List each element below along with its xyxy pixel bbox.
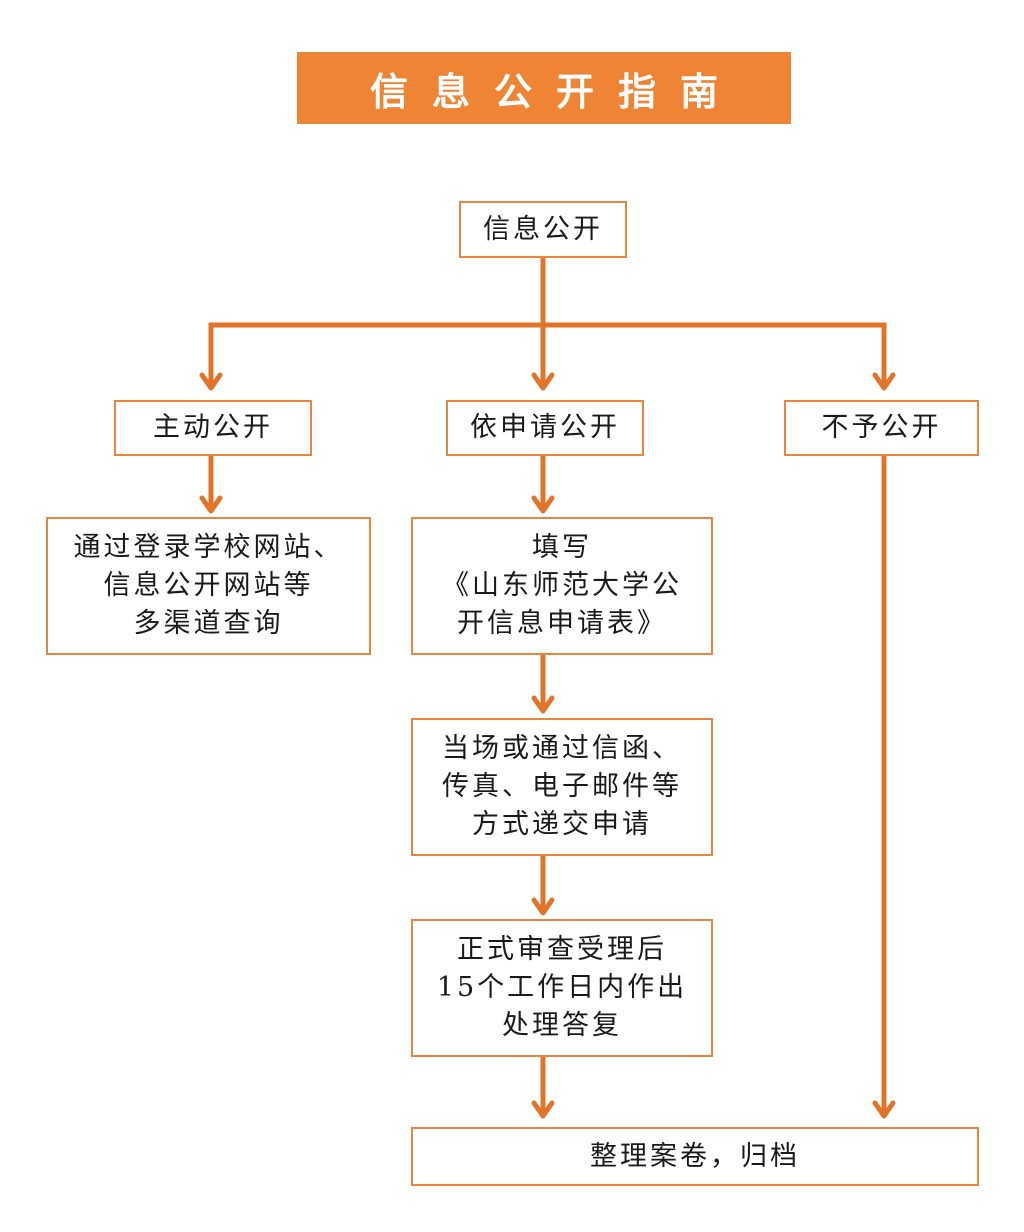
arrow-review-to-archive	[531, 1100, 555, 1119]
node-fill-form: 填写 《山东师范大学公 开信息申请表》	[411, 517, 713, 655]
node-proactive-channels-line: 信息公开网站等	[103, 570, 314, 601]
node-proactive-line: 主动公开	[153, 412, 273, 443]
node-root: 信息公开	[459, 201, 627, 258]
node-proactive-channels-line: 多渠道查询	[133, 608, 284, 639]
arrow-to-not-disclosed	[872, 372, 896, 391]
title-banner: 信息公开指南	[297, 52, 791, 124]
node-not-disclosed: 不予公开	[784, 400, 979, 456]
node-review-line: 15个工作日内作出	[436, 972, 688, 1003]
node-fill-form-line: 《山东师范大学公	[442, 570, 682, 601]
node-submit: 当场或通过信函、 传真、电子邮件等 方式递交申请	[411, 718, 713, 856]
node-proactive-channels: 通过登录学校网站、 信息公开网站等 多渠道查询	[46, 517, 371, 655]
arrow-to-channels	[199, 495, 223, 514]
node-review-line: 处理答复	[502, 1010, 622, 1041]
node-submit-line: 当场或通过信函、	[442, 733, 682, 764]
node-on-request-line: 依申请公开	[470, 412, 620, 443]
node-review: 正式审查受理后 15个工作日内作出 处理答复	[411, 919, 713, 1057]
node-fill-form-line: 开信息申请表》	[457, 608, 667, 639]
arrow-to-on-request	[531, 372, 555, 391]
node-submit-line: 方式递交申请	[472, 809, 652, 840]
arrow-not-disclosed-to-archive	[872, 1100, 896, 1119]
title-text: 信息公开指南	[369, 69, 742, 114]
arrow-to-proactive	[199, 372, 223, 391]
node-on-request: 依申请公开	[446, 400, 644, 456]
node-root-line: 信息公开	[483, 213, 603, 245]
node-proactive-channels-line: 通过登录学校网站、	[73, 532, 344, 563]
node-proactive: 主动公开	[114, 400, 312, 456]
node-fill-form-line: 填写	[532, 532, 592, 563]
node-review-line: 正式审查受理后	[457, 934, 667, 965]
node-submit-line: 传真、电子邮件等	[442, 771, 682, 802]
arrow-to-review	[531, 897, 555, 916]
node-archive-line: 整理案卷，归档	[590, 1140, 800, 1172]
arrow-to-fill-form	[531, 495, 555, 514]
node-not-disclosed-line: 不予公开	[821, 412, 942, 443]
node-archive: 整理案卷，归档	[411, 1127, 979, 1186]
arrow-to-submit	[531, 695, 555, 714]
